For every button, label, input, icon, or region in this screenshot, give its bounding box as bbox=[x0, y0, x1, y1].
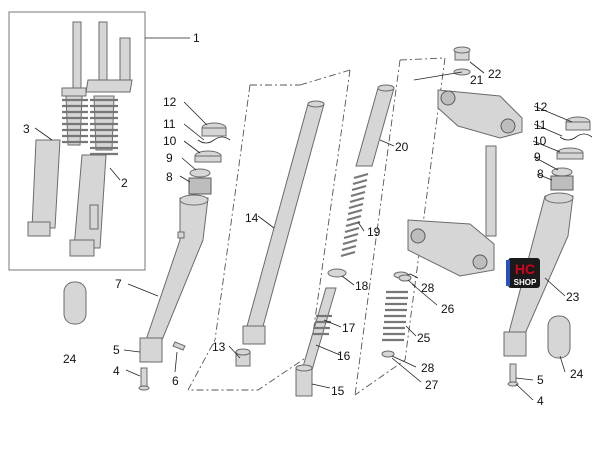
callout-23: 23 bbox=[566, 290, 580, 304]
callout-12-left: 12 bbox=[163, 95, 177, 109]
callout-18: 18 bbox=[355, 279, 369, 293]
fork-assembly-drawing bbox=[27, 21, 133, 257]
callout-2: 2 bbox=[121, 176, 128, 190]
right-bellows bbox=[90, 98, 118, 156]
callout-11-right: 11 bbox=[534, 118, 547, 132]
callout-26: 26 bbox=[441, 302, 455, 316]
callout-8-left: 8 bbox=[166, 170, 173, 184]
callout-21: 21 bbox=[470, 73, 484, 87]
callout-20: 20 bbox=[395, 140, 409, 154]
dashed-boundaries bbox=[187, 57, 446, 396]
logo-background bbox=[508, 258, 540, 288]
callout-5-left: 5 bbox=[113, 343, 120, 357]
left-exploded-parts bbox=[138, 122, 231, 391]
callout-24-left: 24 bbox=[63, 352, 77, 366]
callout-4-right: 4 bbox=[537, 394, 544, 408]
callout-labels: 1 2 3 4 5 6 7 8 9 10 11 12 13 14 15 16 1… bbox=[23, 31, 584, 408]
right-exploded-parts bbox=[503, 116, 593, 387]
callout-28-upper: 28 bbox=[421, 281, 435, 295]
logo-text-hc: HC bbox=[515, 261, 535, 277]
logo-text-shop: SHOP bbox=[514, 278, 537, 287]
triple-clamp-parts bbox=[398, 46, 523, 282]
callout-13: 13 bbox=[212, 340, 226, 354]
callout-6: 6 bbox=[172, 374, 179, 388]
left-bellows bbox=[62, 98, 88, 144]
leader-lines bbox=[34, 37, 573, 401]
callout-19: 19 bbox=[367, 225, 381, 239]
callout-17: 17 bbox=[342, 321, 356, 335]
callout-8-right: 8 bbox=[537, 167, 544, 181]
damper-spring bbox=[313, 314, 332, 336]
center-parts bbox=[235, 84, 409, 397]
callout-11-left: 11 bbox=[163, 117, 176, 131]
callout-25: 25 bbox=[417, 331, 431, 345]
logo-graphic: HC SHOP bbox=[506, 258, 540, 288]
callout-24-right: 24 bbox=[570, 367, 584, 381]
assembly-frame bbox=[8, 11, 146, 271]
callout-9-left: 9 bbox=[166, 151, 173, 165]
logo-accent-bar bbox=[506, 260, 510, 286]
callout-15: 15 bbox=[331, 384, 345, 398]
callout-3: 3 bbox=[23, 122, 30, 136]
fork-guard-right bbox=[547, 315, 571, 359]
callout-16: 16 bbox=[337, 349, 351, 363]
hc-shop-logo: HC SHOP bbox=[506, 256, 542, 290]
callout-4-left: 4 bbox=[113, 364, 120, 378]
callout-28-lower: 28 bbox=[421, 361, 435, 375]
fork-spring bbox=[340, 172, 369, 258]
callout-12-right: 12 bbox=[534, 100, 548, 114]
callout-1: 1 bbox=[193, 31, 200, 45]
callout-22: 22 bbox=[488, 67, 502, 81]
callout-5-right: 5 bbox=[537, 373, 544, 387]
callout-14: 14 bbox=[245, 211, 259, 225]
fork-guard-left bbox=[63, 281, 87, 325]
callout-9-right: 9 bbox=[534, 150, 541, 164]
callout-10-left: 10 bbox=[163, 134, 177, 148]
callout-27: 27 bbox=[425, 378, 439, 392]
callout-7: 7 bbox=[115, 277, 122, 291]
rubber-boot bbox=[382, 290, 408, 342]
callout-10-right: 10 bbox=[533, 134, 547, 148]
